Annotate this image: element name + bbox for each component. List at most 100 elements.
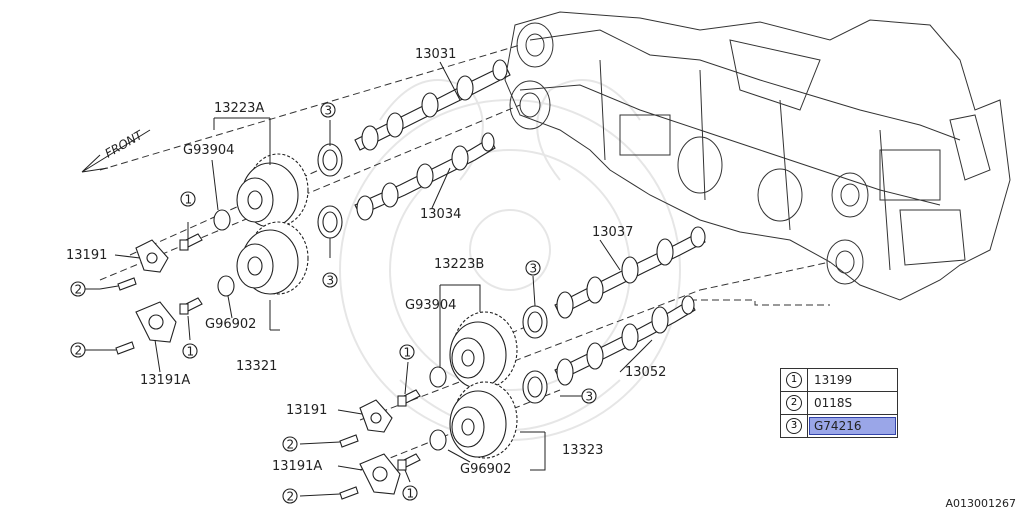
label-13191-left[interactable]: 13191 <box>66 248 107 263</box>
sprocket-right-upper[interactable] <box>449 311 518 389</box>
legend-row-1[interactable]: 1 13199 <box>781 369 897 392</box>
legend-number-cell: 3 <box>781 415 808 437</box>
svg-text:2: 2 <box>75 344 83 358</box>
legend-number: 2 <box>786 395 802 411</box>
cover-13191A-right[interactable] <box>359 453 401 495</box>
svg-text:13223A: 13223A <box>214 101 264 116</box>
camshaft-13031[interactable] <box>354 59 511 151</box>
svg-text:1: 1 <box>187 345 195 359</box>
svg-text:13191: 13191 <box>66 248 107 263</box>
diagram-code: A013001267 <box>945 497 1016 510</box>
oring-right-lower[interactable] <box>429 429 447 451</box>
svg-text:13037: 13037 <box>592 225 633 240</box>
svg-text:G93904: G93904 <box>405 298 456 313</box>
callout-3-left-upper[interactable]: 3 <box>320 102 336 118</box>
legend-row-2[interactable]: 2 0118S <box>781 392 897 415</box>
callout-markers: 1 1 1 1 2 2 2 2 3 3 3 3 <box>70 102 597 504</box>
sprocket-right-lower[interactable] <box>449 381 518 459</box>
seal-upper-right[interactable] <box>522 305 548 339</box>
camshaft-13037[interactable] <box>554 226 706 319</box>
callout-3-left-lower[interactable]: 3 <box>322 272 338 288</box>
oring-right-upper[interactable] <box>429 366 447 388</box>
oring-left-upper[interactable] <box>213 209 231 231</box>
callout-1-left-lower[interactable]: 1 <box>182 343 198 359</box>
svg-text:3: 3 <box>586 390 594 404</box>
callout-2-right-upper[interactable]: 2 <box>282 436 298 452</box>
svg-text:13034: 13034 <box>420 207 461 222</box>
callout-3-right-lower[interactable]: 3 <box>581 388 597 404</box>
callout-1-right-upper[interactable]: 1 <box>399 344 415 360</box>
svg-text:13191: 13191 <box>286 403 327 418</box>
label-13223B[interactable]: 13223B <box>434 257 484 272</box>
seal-upper-left[interactable] <box>317 143 343 177</box>
bolt-left-upper[interactable] <box>179 233 203 251</box>
svg-text:3: 3 <box>530 262 538 276</box>
svg-text:1: 1 <box>407 487 415 501</box>
legend-part-number-selected: G74216 <box>809 417 896 435</box>
sprocket-left-upper[interactable] <box>236 153 309 228</box>
svg-text:2: 2 <box>287 490 295 504</box>
legend-number: 1 <box>786 372 802 388</box>
cover-13191A-left[interactable] <box>135 301 177 343</box>
svg-text:G96902: G96902 <box>460 462 511 477</box>
label-13191A-right[interactable]: 13191A <box>272 459 322 474</box>
legend-number-cell: 1 <box>781 369 808 391</box>
legend-part-number: 13199 <box>814 373 853 387</box>
cover-13191-right[interactable] <box>359 399 393 433</box>
bolt-right-upper[interactable] <box>397 389 421 407</box>
svg-text:13052: 13052 <box>625 365 666 380</box>
legend-table: 1 13199 2 0118S 3 G74216 <box>780 368 898 438</box>
camshaft-13052[interactable] <box>554 295 696 386</box>
callout-3-right-upper[interactable]: 3 <box>525 260 541 276</box>
svg-text:G96902: G96902 <box>205 317 256 332</box>
callout-2-left-lower[interactable]: 2 <box>70 342 100 358</box>
sprocket-left-lower[interactable] <box>236 221 309 295</box>
camshaft-13034[interactable] <box>354 132 496 221</box>
screw-right-lower[interactable] <box>339 486 359 500</box>
label-g96902-left[interactable]: G96902 <box>205 317 256 332</box>
screw-right-upper[interactable] <box>339 434 359 448</box>
legend-row-3[interactable]: 3 G74216 <box>781 415 897 437</box>
svg-text:13031: 13031 <box>415 47 456 62</box>
seal-lower-left[interactable] <box>317 205 343 239</box>
svg-text:3: 3 <box>325 104 333 118</box>
bolt-left-lower[interactable] <box>179 297 203 315</box>
label-13037[interactable]: 13037 <box>592 225 633 240</box>
svg-text:13321: 13321 <box>236 359 277 374</box>
svg-text:2: 2 <box>75 283 83 297</box>
svg-text:13191A: 13191A <box>140 373 190 388</box>
svg-text:13323: 13323 <box>562 443 603 458</box>
label-g93904-right[interactable]: G93904 <box>405 298 456 313</box>
label-13323[interactable]: 13323 <box>562 443 603 458</box>
callout-1-right-lower[interactable]: 1 <box>402 485 418 501</box>
oring-left-lower[interactable] <box>217 275 235 297</box>
callout-1-left-upper[interactable]: 1 <box>180 191 196 207</box>
svg-text:13191A: 13191A <box>272 459 322 474</box>
svg-text:2: 2 <box>287 438 295 452</box>
screw-left-lower[interactable] <box>115 341 135 355</box>
legend-number-cell: 2 <box>781 392 808 414</box>
callout-2-right-lower[interactable]: 2 <box>282 488 298 504</box>
callout-2-left-upper[interactable]: 2 <box>70 281 100 297</box>
front-label: FRONT <box>103 127 147 160</box>
svg-text:1: 1 <box>185 193 193 207</box>
cover-13191-left[interactable] <box>135 239 169 273</box>
svg-text:13223B: 13223B <box>434 257 484 272</box>
label-13191A-left[interactable]: 13191A <box>140 373 190 388</box>
label-g96902-right[interactable]: G96902 <box>460 462 511 477</box>
svg-text:1: 1 <box>404 346 412 360</box>
label-g93904-left[interactable]: G93904 <box>183 143 234 158</box>
label-13052[interactable]: 13052 <box>625 365 666 380</box>
seal-lower-right[interactable] <box>522 370 548 404</box>
label-13191-right[interactable]: 13191 <box>286 403 327 418</box>
cylinder-head <box>504 11 1011 301</box>
label-13223A[interactable]: 13223A <box>214 101 264 116</box>
label-13034[interactable]: 13034 <box>420 207 461 222</box>
label-13321[interactable]: 13321 <box>236 359 277 374</box>
svg-text:G93904: G93904 <box>183 143 234 158</box>
screw-left-upper[interactable] <box>117 277 137 291</box>
bolt-right-lower[interactable] <box>397 453 421 471</box>
label-13031[interactable]: 13031 <box>415 47 456 62</box>
